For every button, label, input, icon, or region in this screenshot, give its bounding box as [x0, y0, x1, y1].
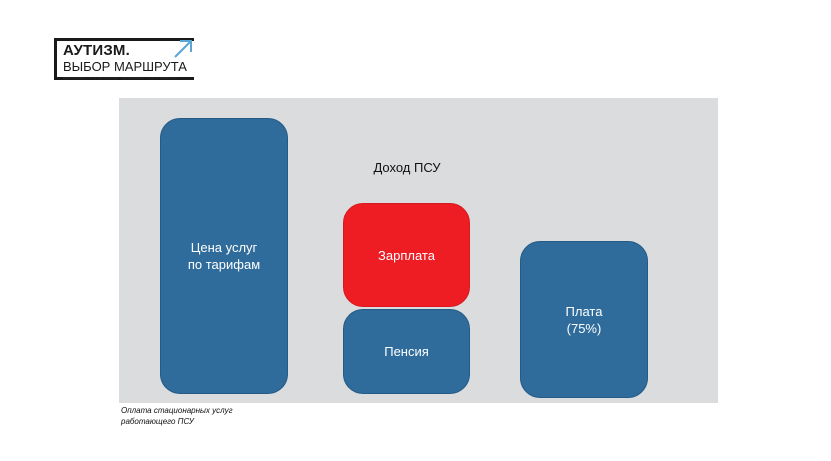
logo: АУТИЗМ. ВЫБОР МАРШРУТА ДИАГНОСТИКА • РАН…: [54, 38, 200, 84]
arrow-up-right-icon: [174, 40, 192, 58]
salary-block: Зарплата: [343, 203, 470, 307]
price-label: Цена услуг по тарифам: [187, 240, 261, 272]
payment-label: Плата (75%): [565, 303, 603, 336]
payment-block: Плата (75%): [520, 241, 648, 398]
logo-tagline: ДИАГНОСТИКА • РАННЯЯ ПОМОЩЬ • ОБРАЗОВАНИ…: [63, 76, 178, 80]
price-block: Цена услуг по тарифам: [160, 118, 288, 394]
diagram-panel: Цена услуг по тарифам Зарплата Пенсия Пл…: [119, 98, 718, 403]
pension-label: Пенсия: [384, 344, 429, 359]
logo-line-2: ВЫБОР МАРШРУТА: [63, 59, 187, 74]
pension-block: Пенсия: [343, 309, 470, 394]
logo-frame: [54, 38, 194, 80]
income-title: Доход ПСУ: [373, 160, 441, 175]
salary-label: Зарплата: [378, 247, 435, 263]
logo-line-1: АУТИЗМ.: [63, 42, 130, 59]
caption: Оплата стационарных услуг работающего ПС…: [121, 406, 233, 426]
